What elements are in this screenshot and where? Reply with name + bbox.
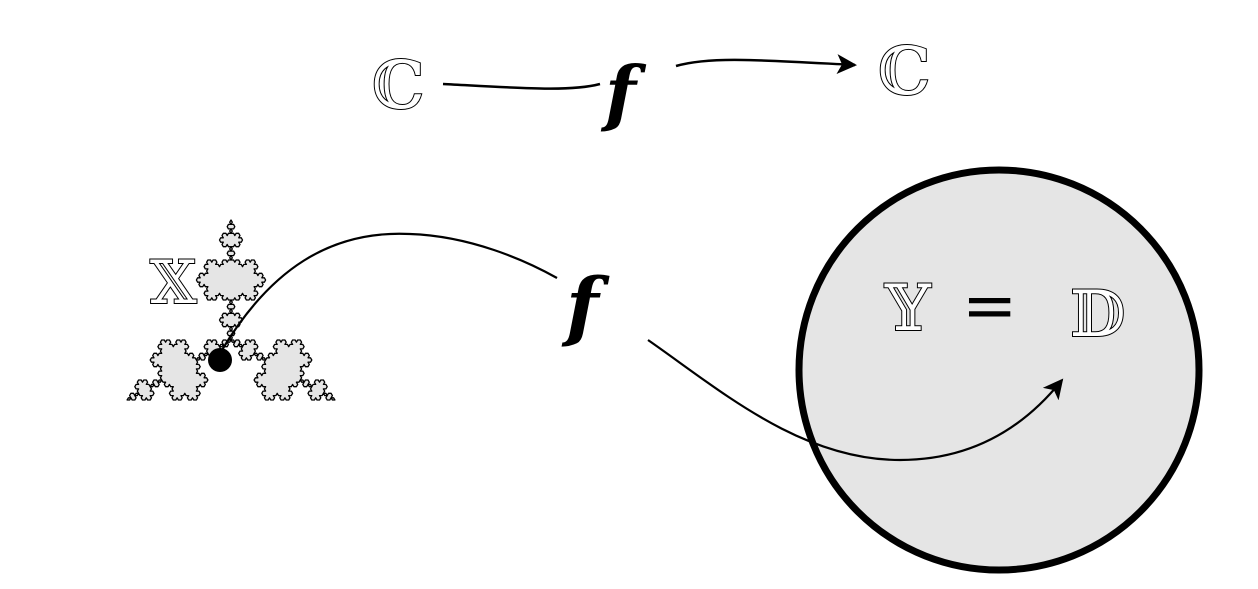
equals-sign: =: [962, 267, 1017, 344]
point-dot: [208, 348, 232, 372]
top-codomain-label: ℂ: [878, 33, 931, 110]
top-domain-label: ℂ: [372, 47, 425, 124]
map-function-label: f: [561, 261, 610, 350]
region-d-label: 𝔻: [1070, 278, 1126, 352]
top-arrow-head: [675, 54, 857, 75]
map-arrow-head: [647, 339, 1064, 462]
region-x-label: 𝕏: [150, 248, 197, 318]
disk-region: [795, 166, 1203, 574]
region-y-label: 𝕐: [884, 272, 932, 346]
top-arrow-tail: [442, 82, 601, 90]
snowflake-region: [126, 219, 336, 401]
top-function-label: f: [600, 50, 647, 135]
map-arrow-tail: [221, 232, 558, 351]
